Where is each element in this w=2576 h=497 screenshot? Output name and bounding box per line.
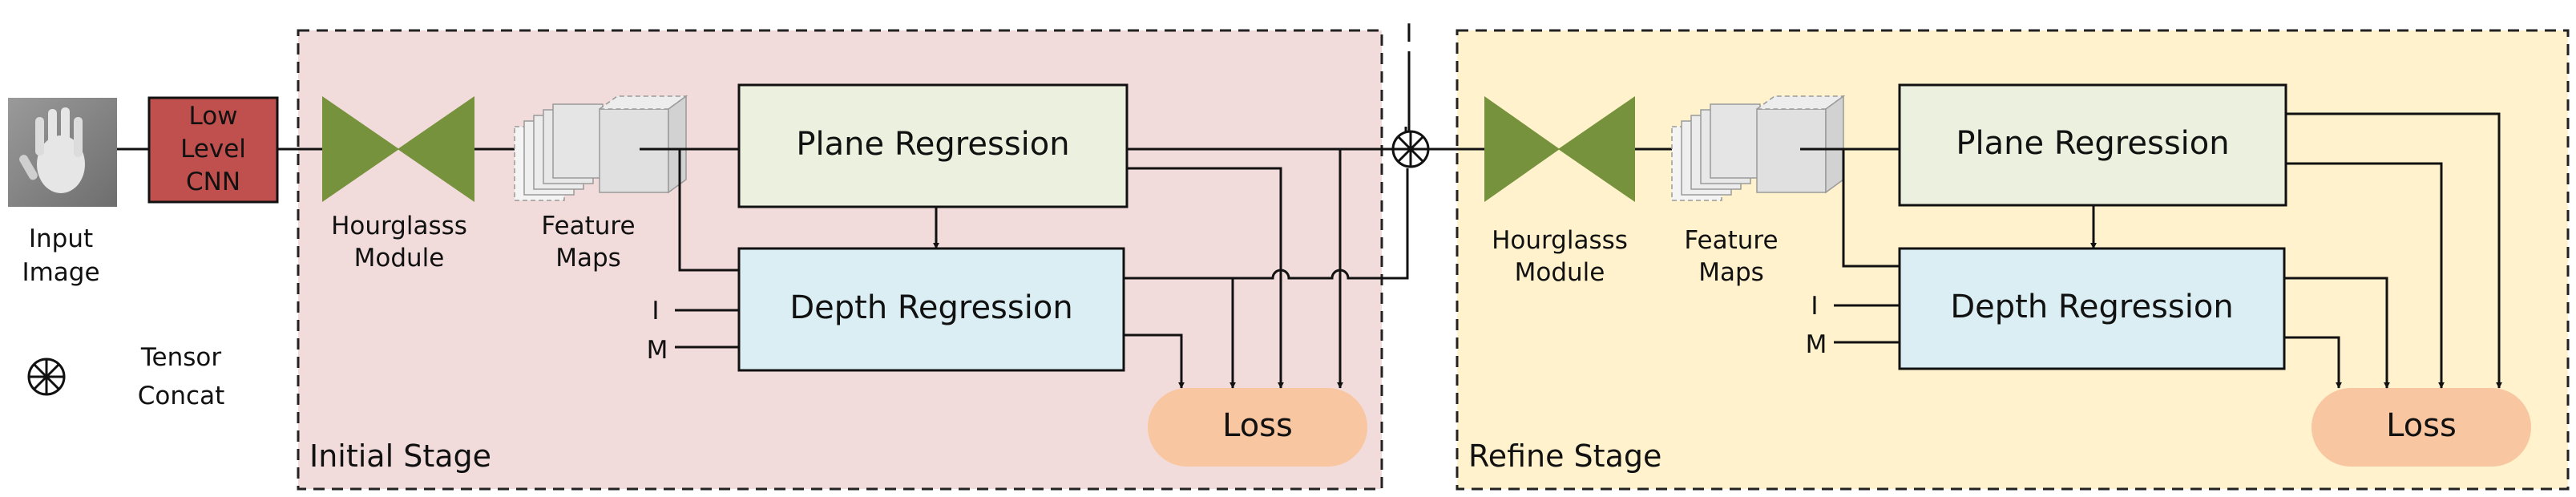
- initial-input-i-label: I: [652, 297, 659, 325]
- refine-depth-regression-label: Depth Regression: [1950, 289, 2233, 325]
- input-image-label-line1: Input: [29, 224, 93, 253]
- refine-hourglass-label-line1: Hourglasss: [1492, 226, 1628, 255]
- refine-hourglass-label-line2: Module: [1515, 258, 1605, 287]
- initial-hourglass-label-line2: Module: [354, 244, 445, 273]
- refine-input-m-label: M: [1806, 330, 1827, 359]
- initial-feature-label-line1: Feature: [541, 212, 635, 240]
- concat-input-i-label: I: [1405, 19, 1412, 48]
- low-level-cnn-box: [147, 96, 279, 204]
- refine-input-i-label: I: [1811, 292, 1818, 321]
- tensor-concat-legend-icon: [27, 358, 66, 396]
- input-image-label-line2: Image: [22, 258, 99, 287]
- initial-stage-label: Initial Stage: [309, 438, 491, 474]
- initial-loss-box: [1148, 388, 1367, 467]
- initial-plane-regression-box: [737, 83, 1129, 208]
- initial-hourglass-label-line1: Hourglasss: [331, 212, 467, 240]
- initial-plane-regression-label: Plane Regression: [796, 126, 1069, 163]
- refine-feature-label-line2: Maps: [1698, 258, 1764, 287]
- refine-hourglass-module: [1484, 96, 1635, 202]
- low-cnn-line2: Level: [180, 135, 246, 164]
- initial-depth-regression-label: Depth Regression: [789, 289, 1072, 326]
- refine-plane-regression-box: [1898, 83, 2287, 207]
- refine-plane-regression-label: Plane Regression: [1956, 125, 2229, 162]
- refine-feature-maps: [1671, 95, 1846, 201]
- legend-line1: Tensor: [140, 343, 222, 372]
- initial-input-m-label: M: [647, 336, 668, 365]
- low-cnn-line1: Low: [188, 102, 237, 131]
- initial-loss-label: Loss: [1222, 407, 1293, 444]
- initial-feature-label-line2: Maps: [555, 244, 621, 273]
- refine-loss-box: [2312, 388, 2531, 467]
- refine-feature-label-line1: Feature: [1684, 226, 1778, 255]
- initial-depth-regression-box: [737, 247, 1125, 372]
- low-cnn-line3: CNN: [186, 168, 240, 196]
- refine-stage-label: Refine Stage: [1468, 438, 1661, 474]
- legend-line2: Concat: [138, 382, 224, 410]
- refine-depth-regression-box: [1898, 247, 2286, 370]
- input-image: [8, 98, 117, 207]
- initial-hourglass-module: [322, 96, 474, 202]
- initial-feature-maps: [514, 95, 688, 201]
- refine-loss-label: Loss: [2386, 407, 2457, 444]
- tensor-concat-symbol: [1391, 130, 1430, 168]
